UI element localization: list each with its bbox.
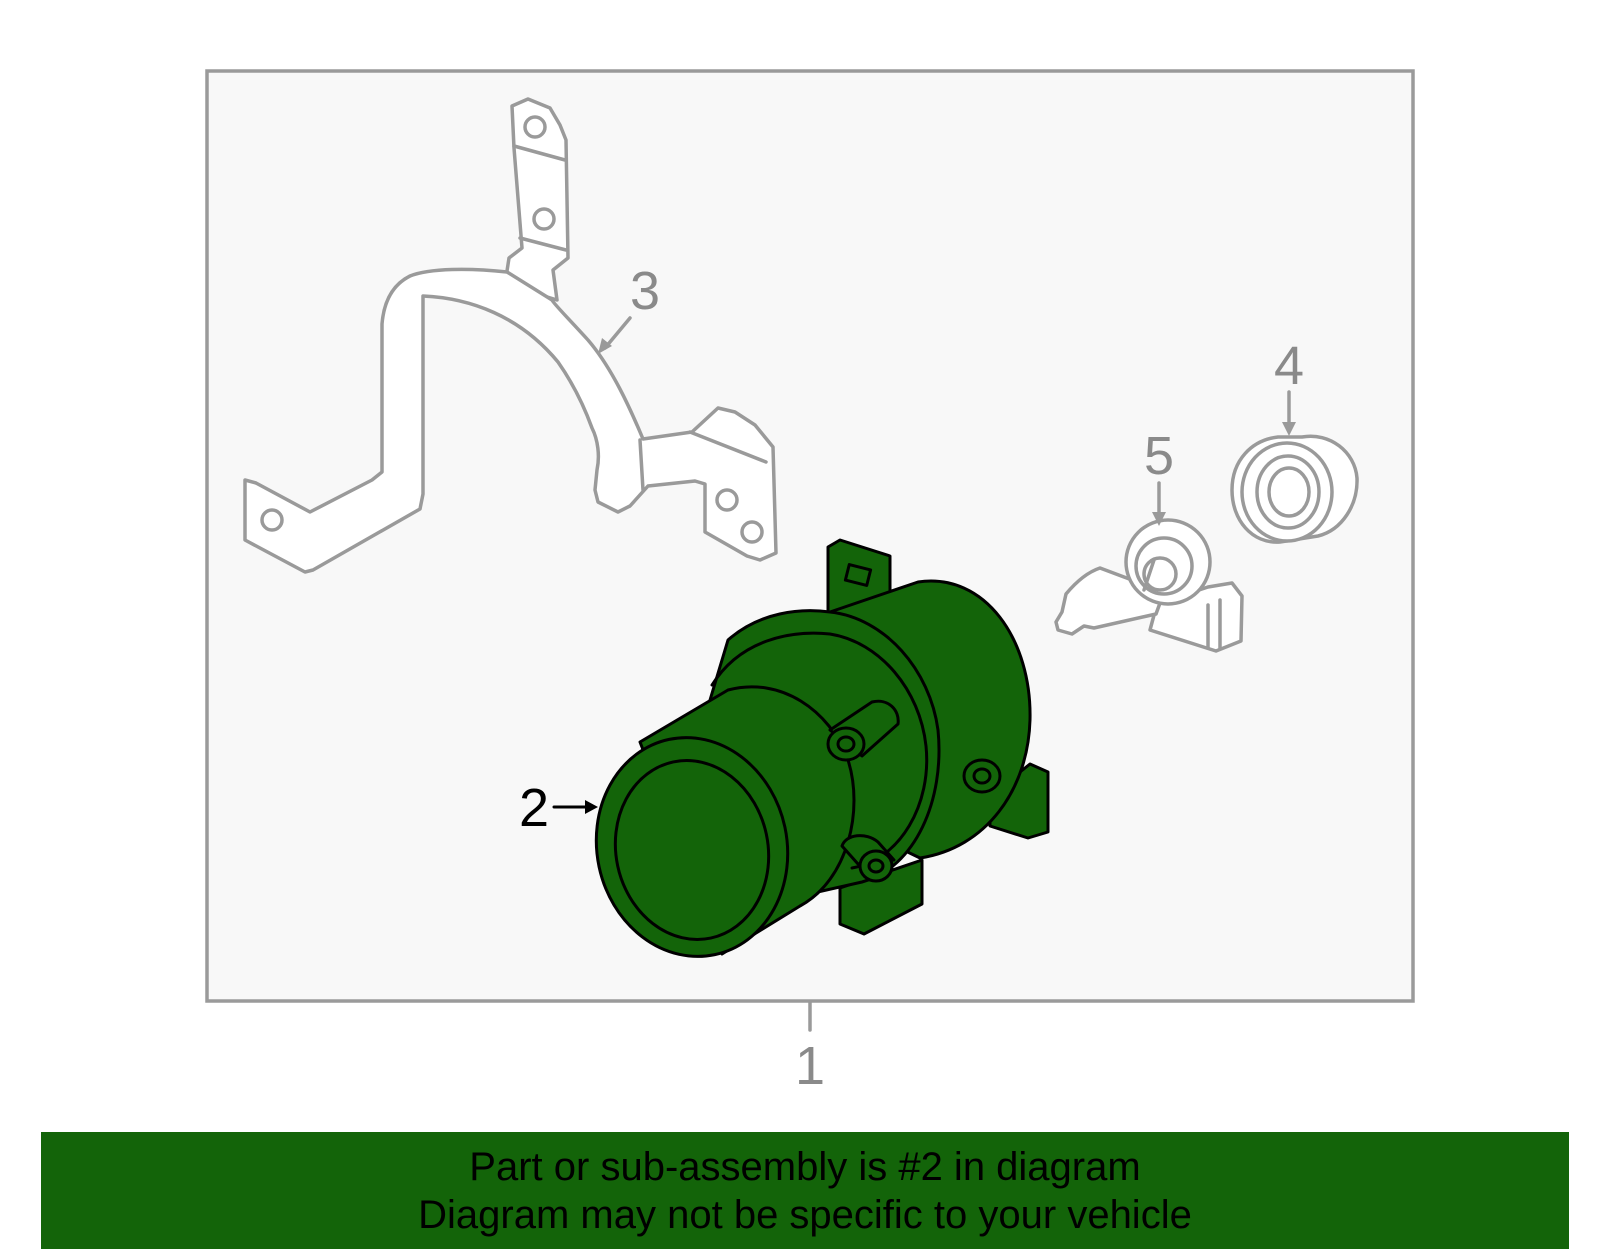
callout-2[interactable]: 2 — [519, 778, 549, 838]
callout-4[interactable]: 4 — [1274, 336, 1304, 396]
callout-3-leader — [603, 316, 632, 350]
socket-part-4[interactable] — [1230, 434, 1359, 544]
callout-5[interactable]: 5 — [1144, 426, 1174, 486]
bracket-part-3[interactable] — [243, 97, 778, 574]
banner-line-part-number: Part or sub-assembly is #2 in diagram — [469, 1144, 1141, 1189]
callout-5-arrowhead — [1152, 512, 1166, 526]
callout-3[interactable]: 3 — [630, 261, 660, 321]
callout-2-arrowhead — [585, 800, 598, 814]
callout-3-arrowhead — [598, 338, 612, 354]
callout-4-arrowhead — [1282, 422, 1296, 436]
disclaimer-banner: Part or sub-assembly is #2 in diagram Di… — [41, 1132, 1569, 1249]
fog-lamp-part-2[interactable] — [576, 538, 1050, 974]
bulb-part-5[interactable] — [1054, 518, 1244, 653]
callout-1[interactable]: 1 — [795, 1036, 825, 1096]
banner-line-vehicle-note: Diagram may not be specific to your vehi… — [418, 1192, 1192, 1237]
